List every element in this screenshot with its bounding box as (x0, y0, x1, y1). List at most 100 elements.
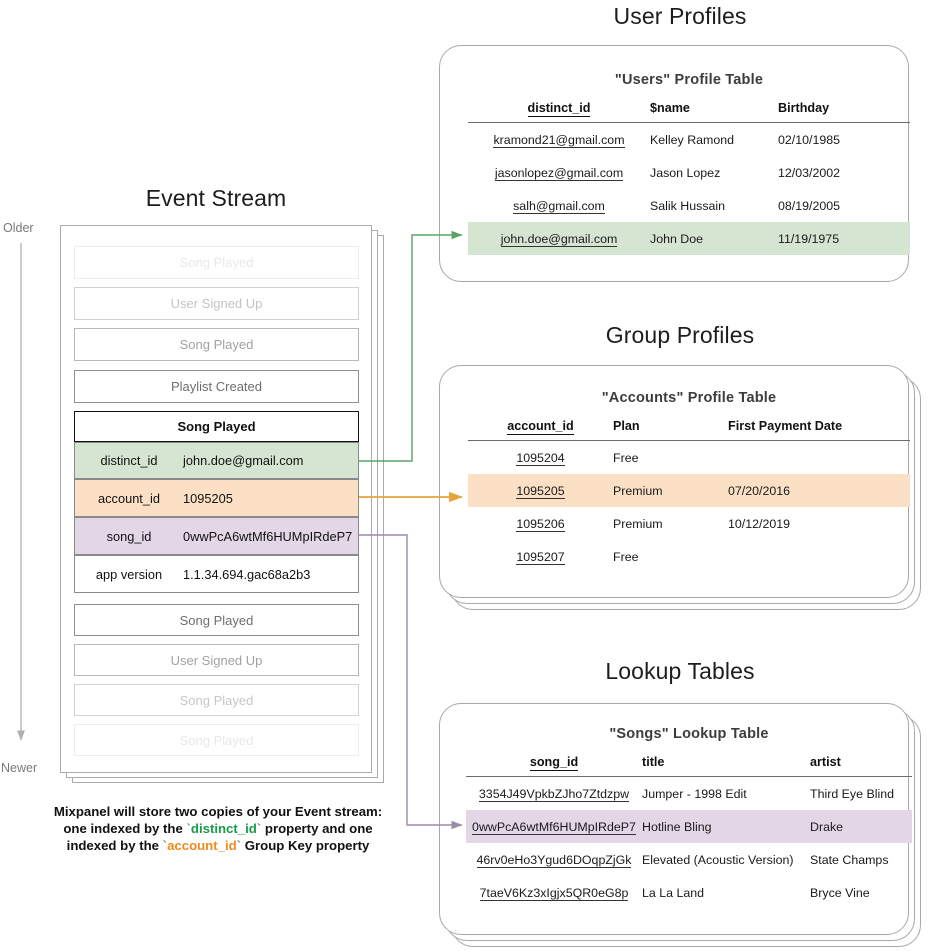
cell-title: Elevated (Acoustic Version) (642, 852, 794, 867)
column-header-artist: artist (810, 755, 912, 777)
cell-song-id: 7taeV6Kz3xIgjx5QR0eG8p (479, 885, 629, 901)
event-card-label: Song Played (179, 692, 254, 708)
table-row-highlighted[interactable]: 0wwPcA6wtMf6HUMpIRdeP7 Hotline Bling Dra… (466, 810, 912, 843)
event-card-label: Song Played (179, 612, 254, 628)
accounts-profile-table: "Accounts" Profile Table account_id Plan… (468, 390, 910, 573)
table-header-row: song_id title artist (466, 755, 912, 777)
cell-plan: Free (613, 549, 639, 564)
caption-account-id-key: account_id (167, 838, 237, 853)
event-card[interactable]: Song Played (74, 604, 359, 636)
table-row[interactable]: salh@gmail.com Salik Hussain 08/19/2005 (468, 189, 910, 222)
column-header-account-id: account_id (468, 419, 613, 441)
event-card[interactable]: Song Played (74, 724, 359, 756)
column-header-distinct-id: distinct_id (468, 101, 650, 123)
cell-plan: Free (613, 450, 639, 465)
caption-line2-b: property and one (261, 821, 373, 836)
users-table-grid: distinct_id $name Birthday kramond21@gma… (468, 101, 910, 255)
cell-first-payment-date (728, 540, 910, 573)
table-row[interactable]: 46rv0eHo3Ygud6DOqpZjGk Elevated (Acousti… (466, 843, 912, 876)
table-row[interactable]: 3354J49VpkbZJho7Ztdzpw Jumper - 1998 Edi… (466, 777, 912, 811)
table-row[interactable]: 1095207 Free (468, 540, 910, 573)
caption-line2-a: one indexed by the (63, 821, 187, 836)
event-card-label: Song Played (179, 255, 254, 270)
cell-birthday: 02/10/1985 (778, 132, 841, 147)
event-card-label: Song Played (179, 732, 254, 748)
cell-name: Salik Hussain (650, 198, 726, 213)
table-row-highlighted[interactable]: john.doe@gmail.com John Doe 11/19/1975 (468, 222, 910, 255)
cell-name: John Doe (650, 222, 778, 255)
column-header-title: title (642, 755, 810, 777)
songs-table-grid: song_id title artist 3354J49VpkbZJho7Ztd… (466, 755, 912, 909)
focus-event-label: Song Played (177, 419, 256, 434)
cell-distinct-id: salh@gmail.com (513, 198, 605, 214)
cell-name: Jason Lopez (650, 165, 721, 180)
cell-first-payment-date: 10/12/2019 (728, 516, 791, 531)
cell-account-id: 1095204 (516, 450, 565, 466)
cell-title: Jumper - 1998 Edit (642, 786, 747, 801)
cell-distinct-id: kramond21@gmail.com (493, 132, 625, 148)
cell-artist: State Champs (810, 852, 889, 867)
event-card-label: Playlist Created (170, 379, 263, 394)
property-key: app version (95, 566, 163, 582)
event-card[interactable]: User Signed Up (74, 644, 359, 676)
table-row[interactable]: jasonlopez@gmail.com Jason Lopez 12/03/2… (468, 156, 910, 189)
focus-event-property-row[interactable]: app version 1.1.34.694.gac68a2b3 (74, 555, 359, 593)
event-card[interactable]: Song Played (74, 246, 359, 279)
cell-distinct-id: jasonlopez@gmail.com (494, 165, 624, 181)
event-card[interactable]: Song Played (74, 328, 359, 361)
cell-first-payment-date (728, 441, 910, 475)
event-card[interactable]: User Signed Up (74, 287, 359, 320)
column-header-plan: Plan (613, 419, 728, 441)
cell-song-id: 46rv0eHo3Ygud6DOqpZjGk (476, 852, 632, 868)
cell-distinct-id: john.doe@gmail.com (468, 222, 650, 255)
property-key: song_id (106, 528, 152, 544)
cell-first-payment-date: 07/20/2016 (728, 474, 910, 507)
event-card-label: Song Played (179, 337, 254, 352)
stream-caption: Mixpanel will store two copies of your E… (38, 803, 398, 854)
cell-birthday: 11/19/1975 (778, 222, 910, 255)
property-value: 1.1.34.694.gac68a2b3 (183, 566, 311, 582)
focus-event-header[interactable]: Song Played (74, 411, 359, 442)
property-key: distinct_id (100, 453, 158, 468)
focus-event-property-row[interactable]: song_id 0wwPcA6wtMf6HUMpIRdeP7 (74, 517, 359, 555)
table-row[interactable]: 1095204 Free (468, 441, 910, 475)
column-header-song-id: song_id (466, 755, 642, 777)
table-row[interactable]: 1095206 Premium 10/12/2019 (468, 507, 910, 540)
cell-artist: Third Eye Blind (810, 786, 895, 801)
cell-account-id: 1095206 (516, 516, 565, 532)
column-header-first-payment-date: First Payment Date (728, 419, 910, 441)
accounts-table-title: "Accounts" Profile Table (601, 390, 777, 406)
property-value: john.doe@gmail.com (183, 453, 304, 468)
event-card[interactable]: Playlist Created (74, 370, 359, 403)
group-profiles-title: Group Profiles (605, 322, 755, 348)
cell-account-id: 1095205 (468, 474, 613, 507)
axis-label-newer: Newer (1, 761, 38, 775)
cell-plan: Premium (613, 516, 663, 531)
caption-line-3: indexed by the `account_id` Group Key pr… (66, 838, 370, 853)
cell-account-id: 1095207 (516, 549, 565, 565)
users-profile-table: "Users" Profile Table distinct_id $name … (468, 72, 910, 255)
cell-artist: Bryce Vine (810, 885, 870, 900)
user-profiles-title: User Profiles (613, 3, 747, 29)
cell-title: Hotline Bling (642, 810, 810, 843)
cell-song-id: 0wwPcA6wtMf6HUMpIRdeP7 (466, 810, 642, 843)
focus-event-property-row[interactable]: account_id 1095205 (74, 479, 359, 517)
event-card-label: User Signed Up (170, 652, 263, 668)
table-row[interactable]: 7taeV6Kz3xIgjx5QR0eG8p La La Land Bryce … (466, 876, 912, 909)
songs-lookup-table: "Songs" Lookup Table song_id title artis… (466, 726, 912, 909)
lookup-tables-title: Lookup Tables (605, 658, 755, 684)
table-row-highlighted[interactable]: 1095205 Premium 07/20/2016 (468, 474, 910, 507)
event-card-label: User Signed Up (170, 296, 263, 311)
cell-artist: Drake (810, 810, 912, 843)
focus-event-property-row[interactable]: distinct_id john.doe@gmail.com (74, 442, 359, 479)
cell-song-id: 3354J49VpkbZJho7Ztdzpw (478, 786, 630, 802)
event-card[interactable]: Song Played (74, 684, 359, 716)
table-row[interactable]: kramond21@gmail.com Kelley Ramond 02/10/… (468, 123, 910, 157)
table-header-row: distinct_id $name Birthday (468, 101, 910, 123)
accounts-table-grid: account_id Plan First Payment Date 10952… (468, 419, 910, 573)
cell-title: La La Land (642, 885, 705, 900)
cell-birthday: 08/19/2005 (778, 198, 841, 213)
caption-line3-b: Group Key property (241, 838, 370, 853)
caption-distinct-id-key: distinct_id (190, 821, 257, 836)
cell-plan: Premium (613, 474, 728, 507)
